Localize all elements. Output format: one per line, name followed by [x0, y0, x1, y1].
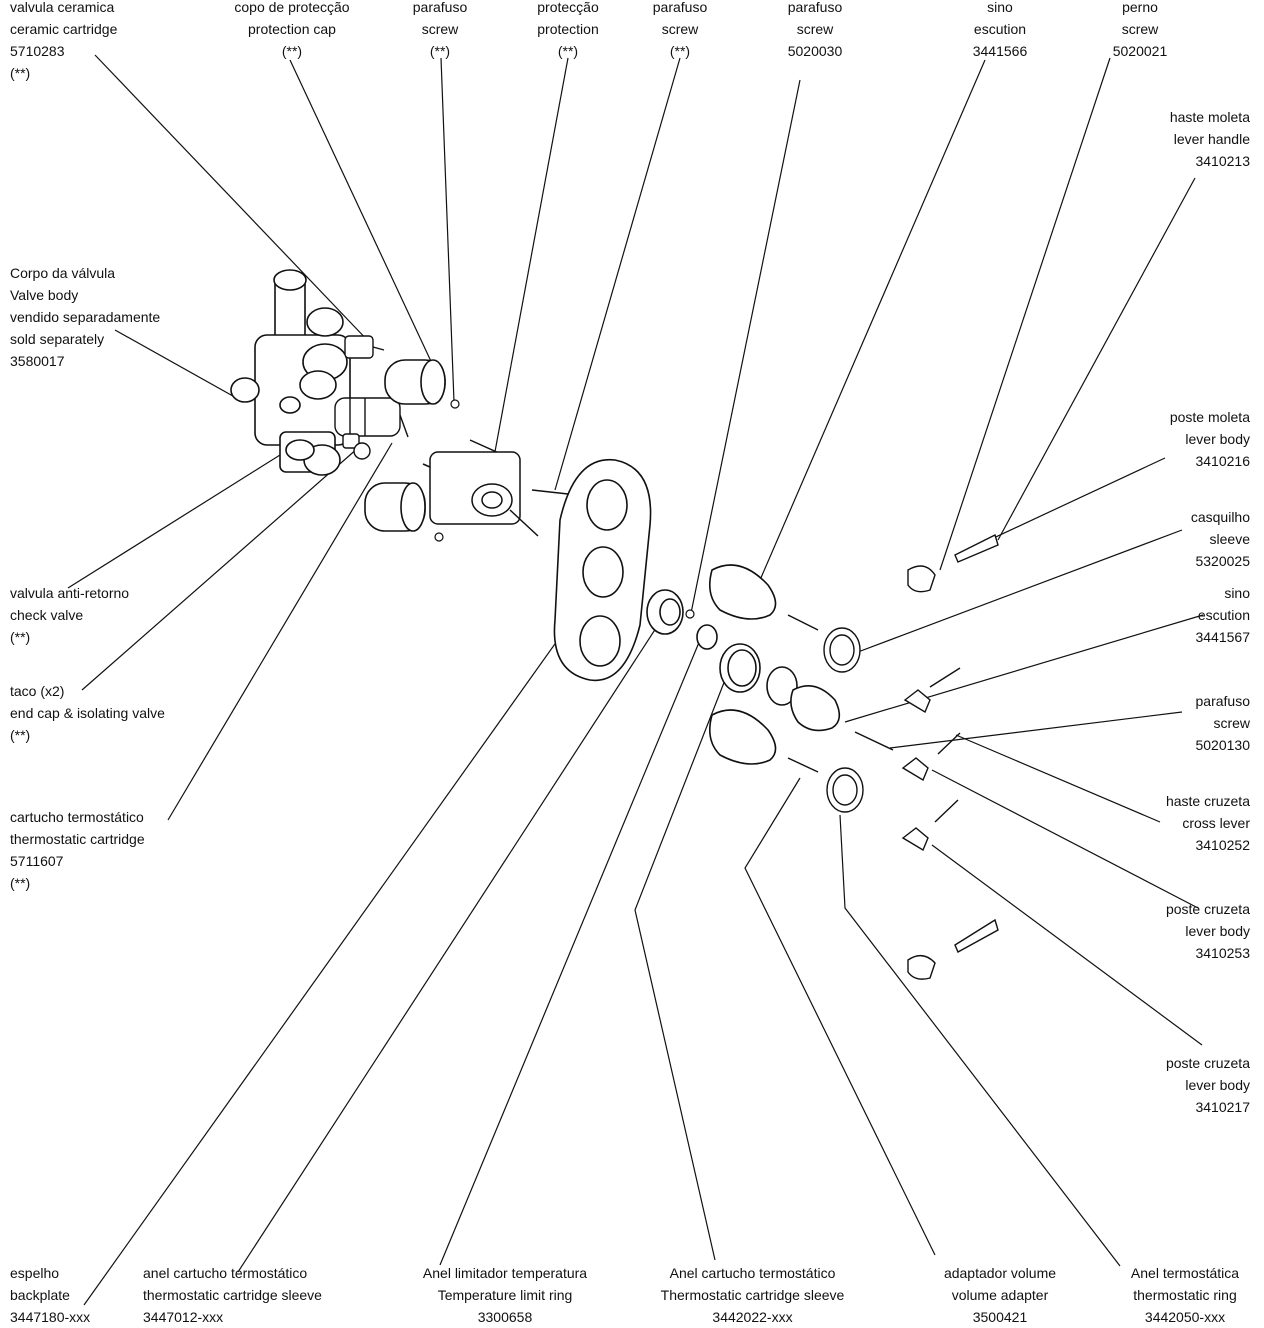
label-screw-5020130: parafuso screw 5020130 [1195, 693, 1250, 753]
label-lever-body-3410217: poste cruzeta lever body 3410217 [1165, 1055, 1250, 1115]
label-cartridge-sleeve-3442022: Anel cartucho termostático Thermostatic … [660, 1265, 845, 1325]
label-end-cap: taco (x2) end cap & isolating valve (**) [10, 683, 165, 743]
label-valve-body: Corpo da válvula Valve body vendido sepa… [10, 265, 161, 369]
label-screw-5020030: parafuso screw 5020030 [787, 0, 843, 59]
label-ceramic-cartridge: valvula ceramica ceramic cartridge 57102… [10, 0, 118, 81]
escutions-drawing [709, 564, 841, 765]
label-protection: protecção protection (**) [537, 0, 599, 59]
label-check-valve: valvula anti-retorno check valve (**) [10, 585, 130, 645]
label-thermostatic-ring: Anel termostática thermostatic ring 3442… [1130, 1265, 1240, 1325]
label-backplate: espelho backplate 3447180-xxx [10, 1265, 91, 1325]
thermostatic-cartridge-drawing [334, 397, 409, 438]
label-screw-b: parafuso screw (**) [652, 0, 708, 59]
label-lever-handle: haste moleta lever handle 3410213 [1169, 109, 1250, 169]
label-lever-body-3410253: poste cruzeta lever body 3410253 [1165, 901, 1250, 961]
label-sleeve: casquilho sleeve 5320025 [1190, 509, 1250, 569]
label-protection-cap: copo de protecção protection cap (**) [234, 0, 350, 59]
stems-drawing [787, 614, 894, 813]
label-cartridge-sleeve-3447012: anel cartucho termostático thermostatic … [143, 1265, 322, 1325]
protection-caps-drawing [364, 359, 446, 532]
small-screws-drawing [434, 399, 695, 619]
label-cross-lever: haste cruzeta cross lever 3410252 [1165, 793, 1250, 853]
label-escution-3441566: sino escution 3441566 [972, 0, 1028, 59]
label-escution-3441567: sino escution 3441567 [1195, 585, 1250, 645]
label-thermostatic-cartridge: cartucho termostático thermostatic cartr… [10, 809, 145, 891]
label-pin-screw: perno screw 5020021 [1112, 0, 1168, 59]
label-screw-a: parafuso screw (**) [412, 0, 468, 59]
valve-body-drawing [230, 269, 351, 476]
backplate-drawing [553, 458, 652, 682]
rings-drawing [646, 589, 798, 706]
levers-drawing [901, 534, 999, 980]
label-temp-limit-ring: Anel limitador temperatura Temperature l… [422, 1265, 588, 1325]
end-cap-drawing [342, 433, 371, 460]
label-lever-body-3410216: poste moleta lever body 3410216 [1169, 409, 1250, 469]
label-volume-adapter: adaptador volume volume adapter 3500421 [943, 1265, 1057, 1325]
ceramic-cartridge-drawing [344, 335, 385, 359]
leader-lines [67, 54, 1204, 1306]
protection-bracket-drawing [422, 439, 569, 537]
